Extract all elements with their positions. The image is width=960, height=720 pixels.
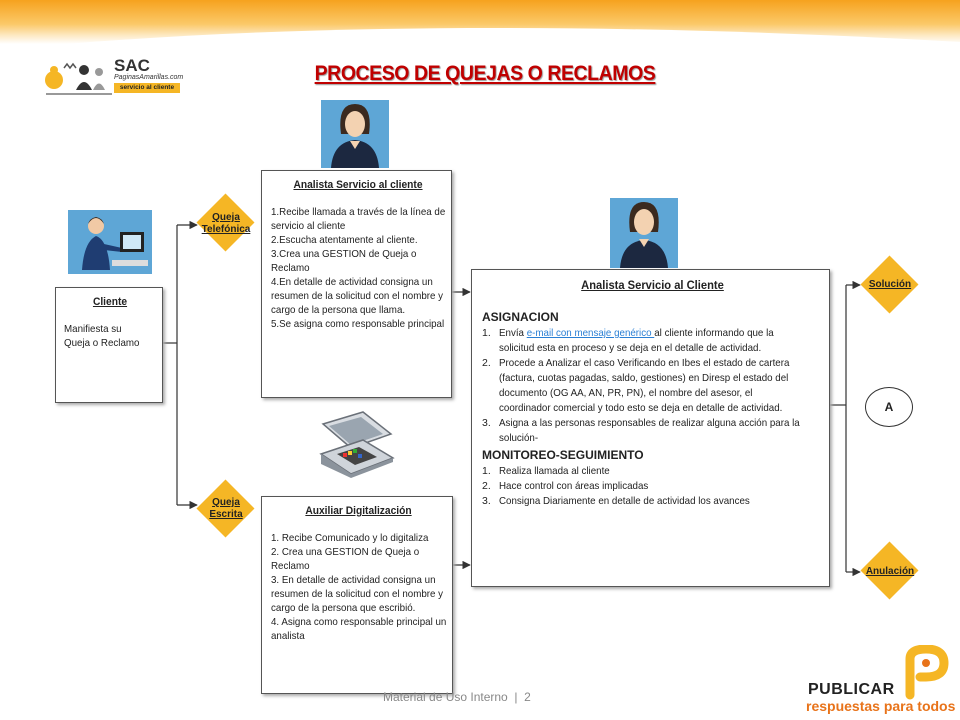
scanner-image	[315, 410, 397, 486]
asignacion-item: 3. Asigna a las personas responsables de…	[482, 416, 823, 446]
item-text: Envía e-mail con mensaje genérico al cli…	[499, 326, 800, 356]
publicar-name: PUBLICAR	[808, 681, 895, 698]
sac-logo: SAC PaginasAmarillas.com servicio al cli…	[44, 56, 184, 98]
item-number: 1.	[482, 327, 491, 339]
page-title: PROCESO DE QUEJAS O RECLAMOS	[314, 62, 656, 85]
monitoreo-item: 2. Hace control con áreas implicadas	[482, 479, 823, 494]
item-number: 1.	[482, 465, 491, 477]
analista-asignacion-box: Analista Servicio al Cliente ASIGNACION …	[471, 269, 830, 587]
asignacion-heading: ASIGNACION	[482, 310, 559, 324]
sac-site: PaginasAmarillas.com	[114, 74, 184, 81]
auxiliar-steps: 1. Recibe Comunicado y lo digitaliza 2. …	[271, 531, 446, 643]
solucion-label: Solución	[868, 279, 912, 290]
step-item: 3.Crea una GESTION de Queja o Reclamo	[271, 248, 417, 274]
item-text: Realiza llamada al cliente	[499, 465, 610, 477]
analista-telefonica-title: Analista Servicio al cliente	[293, 179, 423, 191]
item-number: 2.	[482, 480, 491, 492]
analyst-woman-image-2	[610, 198, 678, 268]
anulacion-label: Anulación	[865, 566, 915, 577]
analista-telefonica-box: Analista Servicio al cliente 1.Recibe ll…	[261, 170, 452, 398]
publicar-logo-icon	[905, 645, 949, 700]
analista-telefonica-steps: 1.Recibe llamada a través de la línea de…	[271, 205, 445, 331]
item-number: 3.	[482, 417, 491, 429]
sac-brand: SAC	[114, 56, 150, 75]
publicar-tagline: respuestas para todos	[806, 698, 956, 714]
auxiliar-title: Auxiliar Digitalización	[305, 505, 412, 517]
monitoreo-item: 1. Realiza llamada al cliente	[482, 464, 823, 479]
analista-asignacion-title: Analista Servicio al Cliente	[581, 278, 724, 292]
monitoreo-heading: MONITOREO-SEGUIMIENTO	[482, 448, 644, 462]
connector-label: A	[884, 400, 894, 414]
connector-circle: A	[865, 387, 913, 427]
step-item: 3. En detalle de actividad consigna un r…	[271, 574, 444, 614]
item-text: Asigna a las personas responsables de re…	[499, 417, 800, 444]
cliente-title: Cliente	[92, 296, 128, 308]
item-number: 2.	[482, 357, 491, 369]
asignacion-item: 1. Envía e-mail con mensaje genérico al …	[482, 326, 823, 356]
monitoreo-list: 1. Realiza llamada al cliente 2. Hace co…	[482, 464, 823, 509]
cliente-text: Manifiesta su Queja o Reclamo	[64, 323, 140, 349]
footer-text: Material de Uso Interno | 2	[383, 690, 531, 704]
step-item: 4.En detalle de actividad consigna un re…	[271, 276, 444, 316]
queja-escrita-label: Queja Escrita	[209, 497, 243, 520]
asignacion-list: 1. Envía e-mail con mensaje genérico al …	[482, 326, 823, 446]
step-item: 1.Recibe llamada a través de la línea de…	[271, 206, 446, 232]
sac-tagline: servicio al cliente	[114, 83, 180, 93]
step-item: 2. Crea una GESTION de Queja o Reclamo	[271, 546, 420, 572]
publicar-logo: PUBLICAR respuestas para todos	[800, 645, 955, 715]
queja-telefonica-label: Queja Telefónica	[201, 212, 251, 235]
item-text: Consigna Diariamente en detalle de activ…	[499, 495, 750, 507]
monitoreo-item: 3. Consigna Diariamente en detalle de ac…	[482, 494, 823, 509]
item-number: 3.	[482, 495, 491, 507]
client-at-computer-image	[68, 210, 152, 274]
item-text: Hace control con áreas implicadas	[499, 480, 649, 492]
sac-logo-icon	[45, 62, 112, 95]
item-text: Procede a Analizar el caso Verificando e…	[499, 357, 790, 414]
item-text-post: al cliente informando que la solicitud e…	[499, 327, 774, 354]
cliente-box: Cliente Manifiesta su Queja o Reclamo	[55, 287, 163, 403]
step-item: 1. Recibe Comunicado y lo digitaliza	[271, 532, 429, 544]
analyst-woman-image	[321, 100, 389, 168]
step-item: 4. Asigna como responsable principal un …	[271, 616, 447, 642]
step-item: 2.Escucha atentamente al cliente.	[271, 234, 418, 246]
step-item: 5.Se asigna como responsable principal	[271, 318, 445, 330]
auxiliar-digitalizacion-box: Auxiliar Digitalización 1. Recibe Comuni…	[261, 496, 453, 694]
item-text-pre: Envía	[499, 327, 527, 339]
header-curve	[0, 27, 960, 60]
email-template-link[interactable]: e-mail con mensaje genérico	[526, 327, 655, 339]
asignacion-item: 2. Procede a Analizar el caso Verificand…	[482, 356, 823, 416]
